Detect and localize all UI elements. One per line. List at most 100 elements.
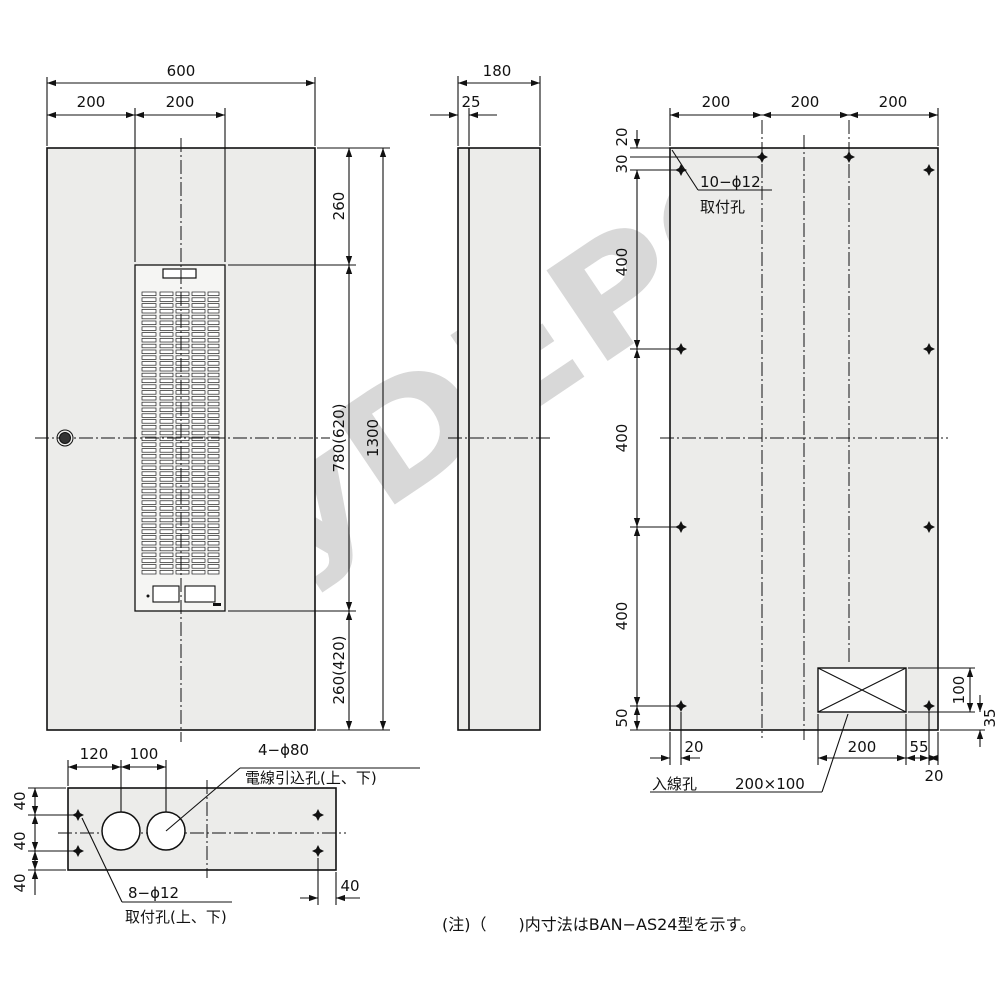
- grille-slot: [207, 506, 220, 511]
- grille-slot: [175, 326, 190, 331]
- bottom-plate: [67, 787, 337, 871]
- grille-slot: [141, 430, 157, 436]
- grille-slot: [175, 401, 190, 407]
- dim-front-grille-height: 780(620): [330, 404, 348, 473]
- grille-slot: [207, 523, 220, 528]
- grille-slot: [191, 413, 206, 418]
- grille-slot: [159, 396, 174, 401]
- grille-slot: [191, 471, 206, 476]
- grille-slot: [207, 517, 220, 523]
- grille-slot: [175, 396, 190, 401]
- grille-slot: [175, 413, 190, 418]
- grille-slot: [175, 419, 190, 424]
- grille-slot: [141, 297, 157, 302]
- grille-slot: [207, 436, 220, 441]
- grille-slot: [175, 297, 190, 302]
- grille-slot: [191, 297, 206, 302]
- grille-slot: [207, 349, 220, 354]
- grille-slot: [141, 506, 157, 511]
- grille-slot: [159, 477, 174, 482]
- grille-slot: [141, 552, 157, 557]
- grille-slot: [175, 552, 190, 557]
- dim-bottom-40-3: 40: [11, 873, 29, 892]
- grille-slot: [207, 459, 220, 465]
- grille-slot: [207, 390, 220, 395]
- grille-slot: [141, 401, 157, 407]
- grille-slot: [141, 367, 157, 372]
- grille-slot: [159, 349, 174, 354]
- grille-slot: [159, 488, 174, 494]
- grille-slot: [159, 459, 174, 465]
- grille-slot: [141, 332, 157, 337]
- bottom-mount-hole-name: 取付孔(上、下): [125, 908, 227, 926]
- grille-slot: [175, 512, 190, 517]
- grille-slot: [191, 477, 206, 482]
- grille-slot: [141, 471, 157, 476]
- grille-slot: [141, 529, 157, 534]
- grille-slot: [207, 442, 220, 447]
- grille-slot: [175, 372, 190, 378]
- grille-slot: [159, 506, 174, 511]
- door-lock-ring: [56, 429, 74, 447]
- grille-slot: [159, 407, 174, 412]
- grille-slot: [191, 355, 206, 360]
- cable-hole-1: [101, 811, 141, 851]
- grille-slot: [175, 425, 190, 430]
- grille-slot: [141, 291, 157, 296]
- grille-slot: [207, 552, 220, 557]
- back-mount-hole-name: 取付孔: [700, 198, 745, 216]
- grille-slot: [159, 320, 174, 325]
- grille-slot: [175, 558, 190, 563]
- grille-slot: [207, 430, 220, 436]
- grille-slot: [175, 570, 190, 575]
- grille-slot: [207, 483, 220, 488]
- grille-slot: [141, 570, 157, 575]
- grille-slot: [191, 361, 206, 366]
- grille-slot: [159, 343, 174, 349]
- grille-slot: [191, 332, 206, 337]
- grille-slot: [175, 355, 190, 360]
- grille-slot: [159, 355, 174, 360]
- grille-slot: [159, 517, 174, 523]
- grille-slot: [159, 552, 174, 557]
- dim-bottom-40-2: 40: [11, 831, 29, 850]
- grille-slot: [191, 378, 206, 383]
- dim-front-top-gap: 260: [330, 192, 348, 221]
- grille-slot: [159, 326, 174, 331]
- grille-slot: [141, 309, 157, 314]
- grille-slot: [141, 419, 157, 424]
- dim-back-inlet-width: 200: [848, 738, 877, 756]
- grille-slot: [191, 506, 206, 511]
- grille-slot: [207, 477, 220, 482]
- grille-slot: [175, 459, 190, 465]
- dim-back-400-3: 400: [613, 602, 631, 631]
- grille-slot: [207, 297, 220, 302]
- back-view: 200 200 200 20 30 400 400 400 50 20: [613, 93, 999, 793]
- grille-slot: [207, 326, 220, 331]
- grille-slot: [159, 454, 174, 459]
- grille-slot: [191, 384, 206, 389]
- grille-slot: [159, 546, 174, 552]
- grille-slot: [141, 361, 157, 366]
- grille-slot: [175, 309, 190, 314]
- bottom-mount-hole-spec: 8−ϕ12: [128, 884, 179, 902]
- grille-slot: [191, 564, 206, 569]
- dim-side-flange: 25: [461, 93, 480, 111]
- grille-slot: [191, 488, 206, 494]
- grille-slot: [191, 401, 206, 407]
- grille-slot: [175, 454, 190, 459]
- grille-slot: [207, 361, 220, 366]
- grille-slot: [141, 425, 157, 430]
- grille-slot: [175, 517, 190, 523]
- dim-back-inlet-bottom: 35: [981, 708, 999, 727]
- grille-slot: [191, 459, 206, 465]
- grille-slot: [175, 361, 190, 366]
- grille-slot: [141, 355, 157, 360]
- grille-slot: [207, 378, 220, 383]
- grille-slot: [175, 303, 190, 308]
- grille-slot: [141, 541, 157, 546]
- grille-slot: [159, 401, 174, 407]
- grille-slot: [159, 430, 174, 436]
- grille-slot: [191, 552, 206, 557]
- grille-slot: [191, 454, 206, 459]
